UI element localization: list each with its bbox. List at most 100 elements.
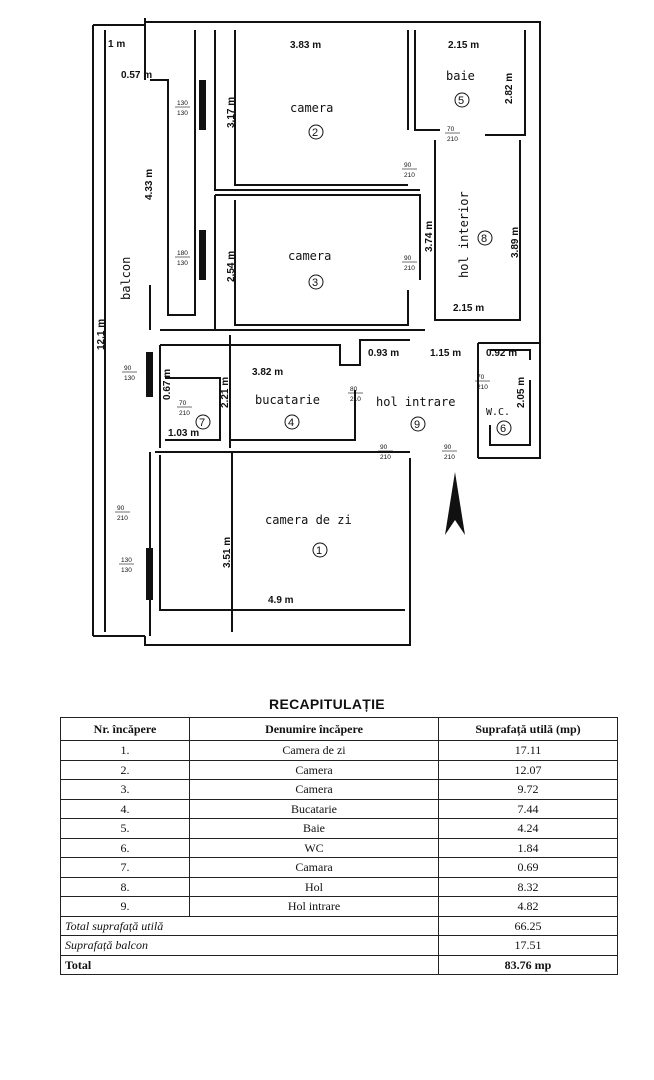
dim-093: 0.93 m bbox=[368, 348, 399, 359]
cell-name: Camera bbox=[189, 759, 439, 780]
num-camera-de-zi: 1 bbox=[316, 545, 322, 557]
dim-254: 2.54 m bbox=[226, 251, 237, 282]
header-nr: Nr. încăpere bbox=[60, 717, 190, 741]
dim-382: 3.82 m bbox=[252, 367, 283, 378]
cell-area: 9.72 bbox=[438, 779, 618, 800]
cell-nr: 2. bbox=[60, 759, 190, 780]
total-label: Total bbox=[60, 954, 439, 975]
cell-area: 7.44 bbox=[438, 798, 618, 819]
dim-1m: 1 m bbox=[108, 39, 125, 50]
balcon-label: Suprafață balcon bbox=[60, 935, 439, 956]
door-camara-w: 70 bbox=[179, 400, 187, 407]
recap-title: RECAPITULAȚIE bbox=[269, 696, 385, 712]
total-value: 83.76 mp bbox=[438, 954, 618, 975]
cell-nr: 5. bbox=[60, 818, 190, 839]
dim-215-top: 2.15 m bbox=[448, 40, 479, 51]
win-130-1-h: 130 bbox=[177, 110, 188, 117]
cell-name: Camera bbox=[189, 779, 439, 800]
label-camera-2: camera bbox=[290, 101, 333, 115]
win-130-2-h: 130 bbox=[121, 567, 132, 574]
cell-name: Hol intrare bbox=[189, 896, 439, 917]
label-hol-intrare: hol intrare bbox=[376, 395, 455, 409]
door-wc-h: 210 bbox=[477, 384, 488, 391]
label-camera-3: camera bbox=[288, 249, 331, 263]
num-camara: 7 bbox=[199, 417, 205, 429]
door-zi-a-h: 210 bbox=[380, 454, 391, 461]
dim-057: 0.57 m bbox=[121, 70, 152, 81]
num-baie: 5 bbox=[458, 95, 464, 107]
dim-389: 3.89 m bbox=[510, 227, 521, 258]
cell-nr: 3. bbox=[60, 779, 190, 800]
walls bbox=[92, 18, 541, 646]
num-camera-2: 2 bbox=[312, 127, 318, 139]
cell-area: 8.32 bbox=[438, 876, 618, 897]
cell-area: 0.69 bbox=[438, 857, 618, 878]
cell-nr: 1. bbox=[60, 740, 190, 761]
dim-433: 4.33 m bbox=[144, 169, 155, 200]
cell-area: 17.11 bbox=[438, 740, 618, 761]
recap-table: Nr. încăpere Denumire încăpere Suprafață… bbox=[60, 717, 618, 975]
cell-nr: 7. bbox=[60, 857, 190, 878]
door-baie-w: 70 bbox=[447, 126, 455, 133]
dim-067: 0.67 m bbox=[162, 369, 173, 400]
balcon-value: 17.51 bbox=[438, 935, 618, 956]
dim-092: 0.92 m bbox=[486, 348, 517, 359]
door-zi-a-w: 90 bbox=[380, 444, 388, 451]
cell-name: Camera de zi bbox=[189, 740, 439, 761]
door-camara-h: 210 bbox=[179, 410, 190, 417]
num-wc: 6 bbox=[500, 423, 506, 435]
label-camera-de-zi: camera de zi bbox=[265, 513, 352, 527]
cell-name: Bucatarie bbox=[189, 798, 439, 819]
door-c3-h: 210 bbox=[404, 265, 415, 272]
cell-area: 4.82 bbox=[438, 896, 618, 917]
door-wc-w: 70 bbox=[477, 374, 485, 381]
win-180-w: 180 bbox=[177, 250, 188, 257]
door-balc-h: 210 bbox=[117, 515, 128, 522]
cell-nr: 6. bbox=[60, 837, 190, 858]
header-area: Suprafață utilă (mp) bbox=[438, 717, 618, 741]
door-zi-b-h: 210 bbox=[444, 454, 455, 461]
door-c2-w: 90 bbox=[404, 162, 412, 169]
north-arrow-icon bbox=[445, 472, 465, 535]
cell-nr: 4. bbox=[60, 798, 190, 819]
dim-115: 1.15 m bbox=[430, 348, 461, 359]
dim-282: 2.82 m bbox=[504, 73, 515, 104]
num-bucatarie: 4 bbox=[288, 417, 294, 429]
num-hol-interior: 8 bbox=[481, 233, 487, 245]
cell-nr: 9. bbox=[60, 896, 190, 917]
win-90-h: 130 bbox=[124, 375, 135, 382]
opening-annotations: 130 130 180 130 90 130 130 130 70 210 90… bbox=[115, 100, 490, 574]
dim-215-mid: 2.15 m bbox=[453, 303, 484, 314]
num-camera-3: 3 bbox=[312, 277, 318, 289]
cell-area: 1.84 bbox=[438, 837, 618, 858]
cell-area: 4.24 bbox=[438, 818, 618, 839]
win-180-h: 130 bbox=[177, 260, 188, 267]
label-baie: baie bbox=[446, 69, 475, 83]
label-bucatarie: bucatarie bbox=[255, 393, 320, 407]
recap-header-row: Nr. încăpere Denumire încăpere Suprafață… bbox=[60, 717, 618, 741]
num-hol-intrare: 9 bbox=[414, 419, 420, 431]
dim-103: 1.03 m bbox=[168, 428, 199, 439]
cell-name: Hol bbox=[189, 876, 439, 897]
door-buc-h: 210 bbox=[350, 396, 361, 403]
floor-plan: camera 2 camera 3 baie 5 hol interior 8 … bbox=[92, 18, 541, 646]
label-balcon: balcon bbox=[119, 257, 133, 300]
win-130-1-w: 130 bbox=[177, 100, 188, 107]
windows bbox=[146, 80, 206, 600]
total-util-label: Total suprafață utilă bbox=[60, 915, 439, 936]
dim-205: 2.05 m bbox=[516, 377, 527, 408]
door-baie-h: 210 bbox=[447, 136, 458, 143]
dim-121: 12.1 m bbox=[96, 319, 107, 350]
door-c2-h: 210 bbox=[404, 172, 415, 179]
dim-351: 3.51 m bbox=[222, 537, 233, 568]
header-name: Denumire încăpere bbox=[189, 717, 439, 741]
